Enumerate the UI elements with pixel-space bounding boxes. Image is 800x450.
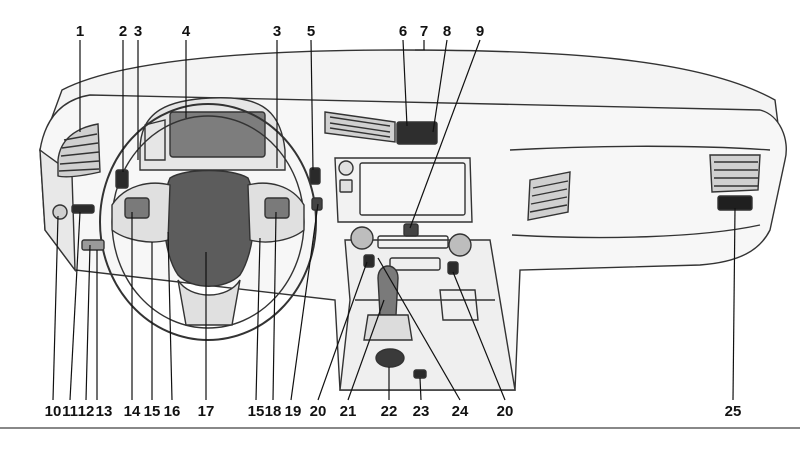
callout-13: 13	[96, 403, 113, 420]
callout-2: 2	[119, 23, 127, 40]
left-lower-controls	[52, 204, 105, 251]
callout-21: 21	[340, 403, 357, 420]
callout-5: 5	[307, 23, 315, 40]
callout-4: 4	[182, 23, 191, 40]
callout-7: 7	[420, 23, 428, 40]
leader-lines	[52, 39, 736, 401]
callout-12: 12	[78, 403, 95, 420]
callout-6: 6	[399, 23, 407, 40]
callout-22: 22	[381, 403, 398, 420]
callout-23: 23	[413, 403, 430, 420]
callout-16: 16	[164, 403, 181, 420]
callout-24: 24	[452, 403, 469, 420]
callout-1: 1	[76, 23, 84, 40]
center-stack	[324, 111, 473, 275]
callout-20b: 20	[497, 403, 514, 420]
callout-15b: 15	[248, 403, 265, 420]
callout-10: 10	[45, 403, 62, 420]
passenger-vents	[415, 49, 761, 221]
callout-14: 14	[124, 403, 141, 420]
callout-9: 9	[476, 23, 484, 40]
callout-17: 17	[198, 403, 215, 420]
callout-3: 3	[134, 23, 142, 40]
callout-11: 11	[62, 403, 78, 420]
top-callouts: 1 2 3 4 3 5 6 7 8 9	[76, 23, 484, 40]
callout-19: 19	[285, 403, 302, 420]
callout-18: 18	[265, 403, 282, 420]
callout-20: 20	[310, 403, 327, 420]
callout-8: 8	[443, 23, 451, 40]
left-air-vent	[57, 123, 101, 178]
callout-15: 15	[144, 403, 161, 420]
bottom-callouts: 10 11 12 13 14 15 16 17 15 18 19 20 21 2…	[45, 403, 742, 420]
callout-25: 25	[725, 403, 742, 420]
callout-3b: 3	[273, 23, 281, 40]
instrument-cluster	[139, 97, 286, 171]
